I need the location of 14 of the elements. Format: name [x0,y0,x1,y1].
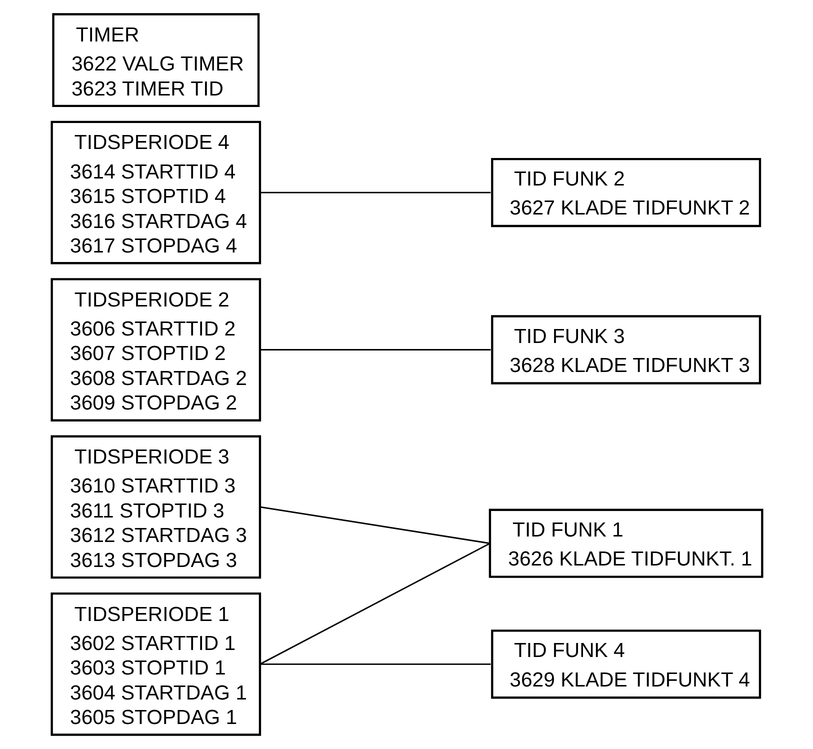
node-box: TID FUNK 4 3629 KLADE TIDFUNKT 4 [490,630,761,699]
node-box: TIDSPERIODE 4 3614 STARTTID 4 3615 STOPTID 4 3616 STARTDAG 4 3617 STOPDAG 4 [50,120,261,264]
node-box: TID FUNK 1 3626 KLADE TIDFUNKT. 1 [488,508,763,578]
node-box: TIMER 3622 VALG TIMER 3623 TIMER TID [52,13,260,108]
connector [259,192,490,194]
connector [259,349,490,350]
connector [259,506,490,544]
node-box: TIDSPERIODE 3 3610 STARTTID 3 3611 STOPTID 3 3612 STARTDAG 3 3613 STOPDAG 3 [50,435,261,579]
node-box: TIDSPERIODE 1 3602 STARTTID 1 3603 STOPTID 1 3604 STARTDAG 1 3605 STOPDAG 1 [50,592,261,736]
connector [259,663,490,665]
node-box: TID FUNK 2 3627 KLADE TIDFUNKT 2 [490,158,761,228]
node-box: TIDSPERIODE 2 3606 STARTTID 2 3607 STOPTID 2 3608 STARTDAG 2 3609 STOPDAG 2 [50,278,261,422]
node-box: TID FUNK 3 3628 KLADE TIDFUNKT 3 [490,315,761,384]
connector [259,542,490,665]
